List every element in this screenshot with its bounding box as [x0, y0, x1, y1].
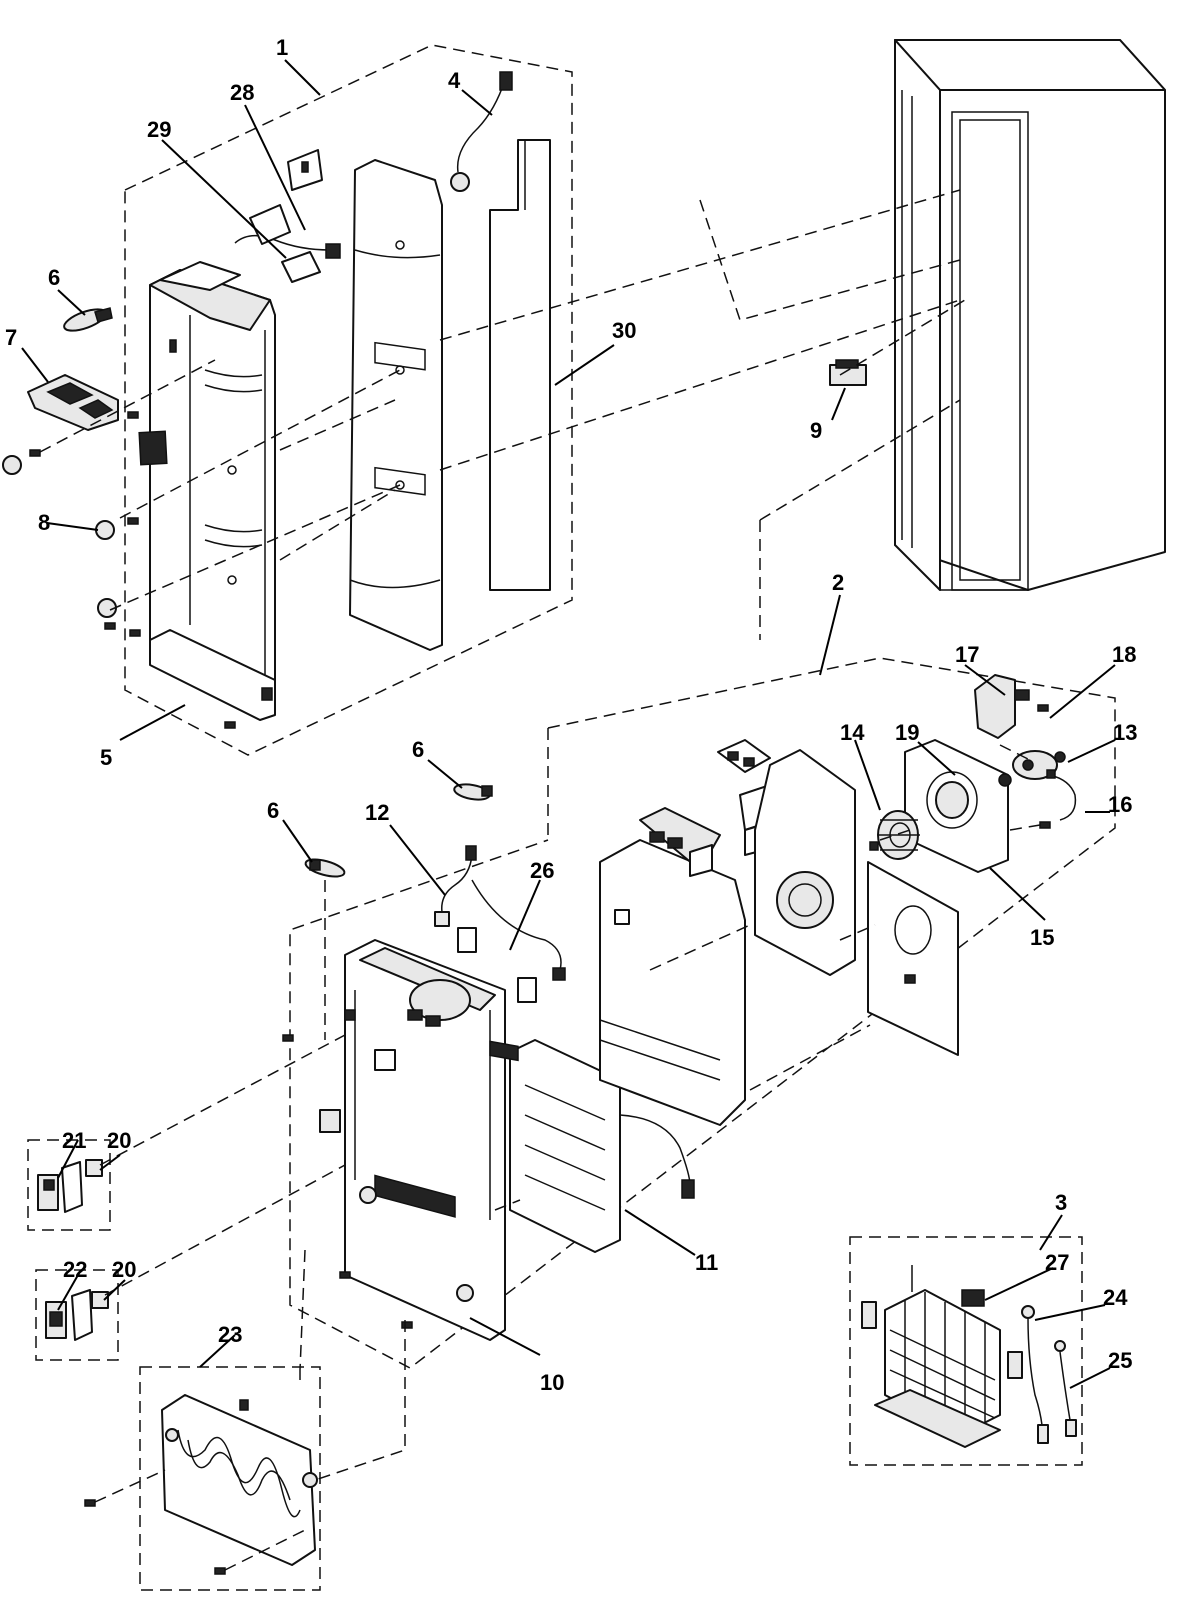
part-14-fan [877, 810, 920, 860]
part-6-bulb-upper [63, 307, 113, 332]
callout-28: 28 [230, 80, 254, 105]
assembly-1-screws [29, 339, 236, 729]
part-19-washer [998, 773, 1012, 787]
chute-housing [599, 807, 746, 1126]
callout-24: 24 [1103, 1285, 1128, 1310]
label-plate [138, 430, 168, 466]
part-23-heater [161, 1394, 318, 1566]
callout-16: 16 [1108, 792, 1132, 817]
callout-6-upper: 6 [48, 265, 60, 290]
part-8-knob [2, 455, 117, 618]
part-30-insulation [489, 139, 551, 591]
callout-2: 2 [832, 570, 844, 595]
callout-10: 10 [540, 1370, 564, 1395]
callout-26: 26 [530, 858, 554, 883]
rear-plate [867, 861, 959, 1056]
callout-27: 27 [1045, 1250, 1069, 1275]
leader-lines [21, 59, 1116, 1389]
assembly-2-screws [282, 821, 1051, 1329]
assembly-2-boundary [289, 657, 1116, 1369]
callout-12: 12 [365, 800, 389, 825]
callout-19: 19 [895, 720, 919, 745]
callout-3: 3 [1055, 1190, 1067, 1215]
part-20-cap-upper [85, 1159, 103, 1177]
part-10-dispenser-housing [319, 939, 506, 1341]
part-21-boundary [27, 1139, 111, 1231]
assembly-3-boundary [849, 1236, 1083, 1466]
callout-23: 23 [218, 1322, 242, 1347]
callout-17: 17 [955, 642, 979, 667]
part-25-sensor [1054, 1340, 1077, 1437]
part-9-switch [829, 359, 867, 386]
duct-assembly [754, 749, 856, 976]
callout-30: 30 [612, 318, 636, 343]
part-28-wire-harness [234, 204, 341, 259]
callout-21: 21 [62, 1128, 86, 1153]
callout-14: 14 [840, 720, 865, 745]
part-21-switch [37, 1161, 83, 1213]
callout-9: 9 [810, 418, 822, 443]
part-27-thermostat [961, 1289, 985, 1307]
refrigerator-cabinet [894, 39, 1166, 591]
callout-5: 5 [100, 745, 112, 770]
part-6-bulb-lower [304, 858, 346, 878]
part-4-wire-harness [450, 71, 513, 192]
callout-1: 1 [276, 35, 288, 60]
part-22-boundary [35, 1269, 119, 1361]
assembly-23-screws [84, 1499, 226, 1575]
callout-8: 8 [38, 510, 50, 535]
small-bracket [287, 149, 323, 191]
explosion-lines [39, 189, 1041, 1571]
callout-7: 7 [5, 325, 17, 350]
callout-4: 4 [448, 68, 461, 93]
callout-22: 22 [63, 1257, 87, 1282]
callout-25: 25 [1108, 1348, 1132, 1373]
callout-15: 15 [1030, 925, 1054, 950]
part-17-bracket [974, 674, 1030, 739]
callout-11: 11 [695, 1250, 718, 1275]
part-3-evaporator [861, 1265, 1023, 1448]
part-12-wire-harness [434, 845, 566, 981]
dispenser-top-cover [149, 261, 271, 331]
callout-6-lower: 6 [267, 798, 279, 823]
part-5-drip-tray [149, 629, 276, 721]
part-13-motor [1012, 750, 1066, 780]
dispenser-inner-panel [349, 159, 443, 651]
callout-18: 18 [1112, 642, 1136, 667]
callout-13: 13 [1113, 720, 1137, 745]
part-18-screw [1037, 704, 1049, 712]
callout-20-upper: 20 [107, 1128, 131, 1153]
callout-20-lower: 20 [112, 1257, 136, 1282]
part-22-switch [45, 1289, 93, 1341]
dispenser-front-panel [149, 269, 276, 706]
part-20-cap-lower [91, 1291, 109, 1309]
callout-labels: 1 2 3 4 5 6 6 6 7 8 9 10 11 12 13 14 15 … [5, 35, 1137, 1395]
part-15-fan-housing [904, 739, 1009, 873]
part-24-sensor [1021, 1305, 1049, 1444]
callout-6-middle: 6 [412, 737, 424, 762]
part-7-actuator [27, 374, 119, 431]
callout-29: 29 [147, 117, 171, 142]
part-26-label [457, 927, 537, 1062]
part-16-harness [1046, 769, 1077, 821]
part-29-label [281, 251, 321, 283]
part-11-heater-panel [509, 1039, 695, 1253]
assembly-1-boundary [124, 44, 573, 756]
part-6-bulb-middle [453, 783, 493, 801]
